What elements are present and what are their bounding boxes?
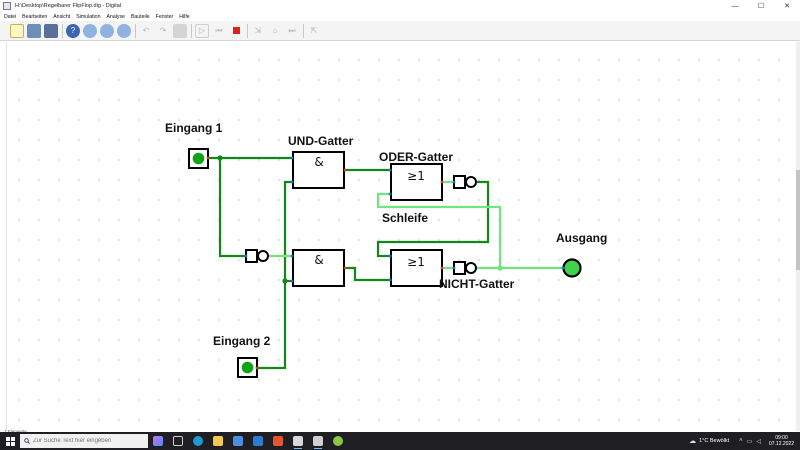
- label-output: Ausgang: [556, 231, 607, 245]
- step-back-icon[interactable]: ⏮: [215, 25, 223, 35]
- digital-app-icon-2[interactable]: [308, 432, 328, 450]
- not-gate-2[interactable]: [452, 261, 477, 275]
- output-led[interactable]: [561, 258, 582, 278]
- label-input-1: Eingang 1: [165, 121, 223, 135]
- junction-dot: [217, 155, 223, 161]
- input-1[interactable]: [188, 148, 210, 169]
- clock-date: 07.12.2022: [768, 441, 794, 447]
- label-and-gate: UND-Gatter: [288, 134, 354, 148]
- edge-app-icon[interactable]: [188, 432, 208, 450]
- minimize-button[interactable]: —: [731, 2, 739, 10]
- input-2[interactable]: [237, 357, 259, 378]
- wire-loop[interactable]: [376, 192, 502, 270]
- toolbar-separator: [247, 23, 248, 38]
- stop-icon[interactable]: [229, 24, 243, 38]
- help-icon[interactable]: ?: [66, 23, 80, 38]
- and-gate-2[interactable]: &: [290, 249, 347, 287]
- search-icon: [24, 438, 30, 444]
- and-symbol: &: [314, 155, 323, 169]
- weather-widget[interactable]: ☁ 1°C Bewölkt: [689, 437, 729, 445]
- save-icon[interactable]: [44, 23, 58, 38]
- copilot-app-icon[interactable]: [148, 432, 168, 450]
- and-gate-1[interactable]: &: [290, 151, 347, 189]
- or-gate-2[interactable]: ≥1: [388, 249, 444, 287]
- zoom-in-icon[interactable]: [83, 23, 97, 38]
- junction-dot: [497, 265, 503, 271]
- run-to-break-icon[interactable]: ⏭: [288, 25, 296, 35]
- store-app-icon[interactable]: [228, 432, 248, 450]
- misc-app-icon[interactable]: [328, 432, 348, 450]
- menu-datei[interactable]: Datei: [4, 13, 17, 20]
- junction-dot: [282, 278, 288, 284]
- label-loop: Schleife: [382, 211, 428, 225]
- zoom-fit-icon[interactable]: [117, 23, 131, 38]
- toolbar: ? ↶ ↷ ▷ ⏮ ⇲ ⌂ ⏭ ⇱: [0, 21, 800, 41]
- and-symbol: &: [314, 253, 323, 267]
- analysis-icon[interactable]: ⇲: [254, 25, 262, 35]
- menu-analyse[interactable]: Analyse: [106, 13, 125, 20]
- window-title: H:\Desktop\Regelbarer FlipFlop.dig - Dig…: [15, 3, 122, 9]
- delete-icon[interactable]: [173, 23, 187, 38]
- menu-bar: Datei Bearbeiten Ansicht Simulation Anal…: [0, 12, 800, 21]
- network-icon[interactable]: ▭: [746, 438, 753, 445]
- digital-app-icon[interactable]: [288, 432, 308, 450]
- app-icon: [3, 2, 11, 10]
- clock[interactable]: 09:00 07.12.2022: [769, 435, 794, 447]
- taskbar-search[interactable]: [20, 434, 148, 448]
- or-symbol: ≥1: [407, 255, 425, 269]
- title-bar: H:\Desktop\Regelbarer FlipFlop.dig - Dig…: [0, 0, 800, 12]
- zoom-out-icon[interactable]: [100, 23, 114, 38]
- or-gate-1[interactable]: ≥1: [388, 163, 444, 201]
- menu-ansicht[interactable]: Ansicht: [53, 13, 71, 20]
- explorer-app-icon[interactable]: [208, 432, 228, 450]
- task-view-icon[interactable]: [168, 432, 188, 450]
- menu-hilfe[interactable]: Hilfe: [179, 13, 190, 20]
- new-icon[interactable]: [10, 23, 24, 38]
- menu-bearbeiten[interactable]: Bearbeiten: [22, 13, 48, 20]
- office-app-icon[interactable]: [268, 432, 288, 450]
- gates-icon[interactable]: ⌂: [272, 25, 278, 35]
- chevron-up-icon[interactable]: ˄: [739, 438, 743, 444]
- mail-app-icon[interactable]: [248, 432, 268, 450]
- cloud-icon: ☁: [689, 438, 697, 445]
- label-not-gate: NICHT-Gatter: [439, 277, 515, 291]
- search-input[interactable]: [33, 438, 143, 444]
- not-gate-input[interactable]: [244, 249, 269, 263]
- wire-input2-bus[interactable]: [256, 180, 294, 370]
- label-or-gate: ODER-Gatter: [379, 150, 453, 164]
- speed-test-icon[interactable]: ⇱: [310, 25, 318, 35]
- wire-not1-feedback[interactable]: [376, 180, 490, 258]
- not-gate-1[interactable]: [452, 175, 477, 189]
- label-input-2: Eingang 2: [213, 334, 271, 348]
- toolbar-separator: [62, 23, 63, 38]
- status-text: 2 Elemente: [4, 429, 27, 434]
- toolbar-separator: [191, 23, 192, 38]
- maximize-button[interactable]: ☐: [757, 3, 765, 10]
- clock-time: 09:00: [775, 435, 788, 441]
- start-simulation-icon[interactable]: ▷: [195, 23, 209, 38]
- taskbar: ☁ 1°C Bewölkt ˄ ▭ ◁ 09:00 07.12.2022: [0, 432, 800, 450]
- circuit-canvas[interactable]: [6, 42, 796, 431]
- menu-bauteile[interactable]: Bauteile: [130, 13, 150, 20]
- undo-icon[interactable]: ↶: [142, 25, 150, 35]
- weather-text: 1°C Bewölkt: [699, 438, 730, 444]
- close-button[interactable]: ✕: [784, 3, 790, 10]
- volume-icon[interactable]: ◁: [756, 438, 761, 445]
- open-icon[interactable]: [27, 23, 41, 38]
- toolbar-separator: [135, 23, 136, 38]
- system-tray: ☁ 1°C Bewölkt ˄ ▭ ◁ 09:00 07.12.2022: [689, 432, 794, 450]
- menu-fenster[interactable]: Fenster: [155, 13, 174, 20]
- menu-simulation[interactable]: Simulation: [76, 13, 101, 20]
- start-button[interactable]: [0, 432, 20, 450]
- wire-input1-branch[interactable]: [218, 156, 247, 258]
- windows-icon: [5, 436, 15, 446]
- scrollbar-thumb[interactable]: [796, 170, 800, 270]
- wire-and2-or2[interactable]: [343, 266, 392, 282]
- or-symbol: ≥1: [407, 169, 425, 183]
- window-controls: — ☐ ✕: [722, 0, 800, 12]
- redo-icon[interactable]: ↷: [159, 25, 167, 35]
- toolbar-separator: [303, 23, 304, 38]
